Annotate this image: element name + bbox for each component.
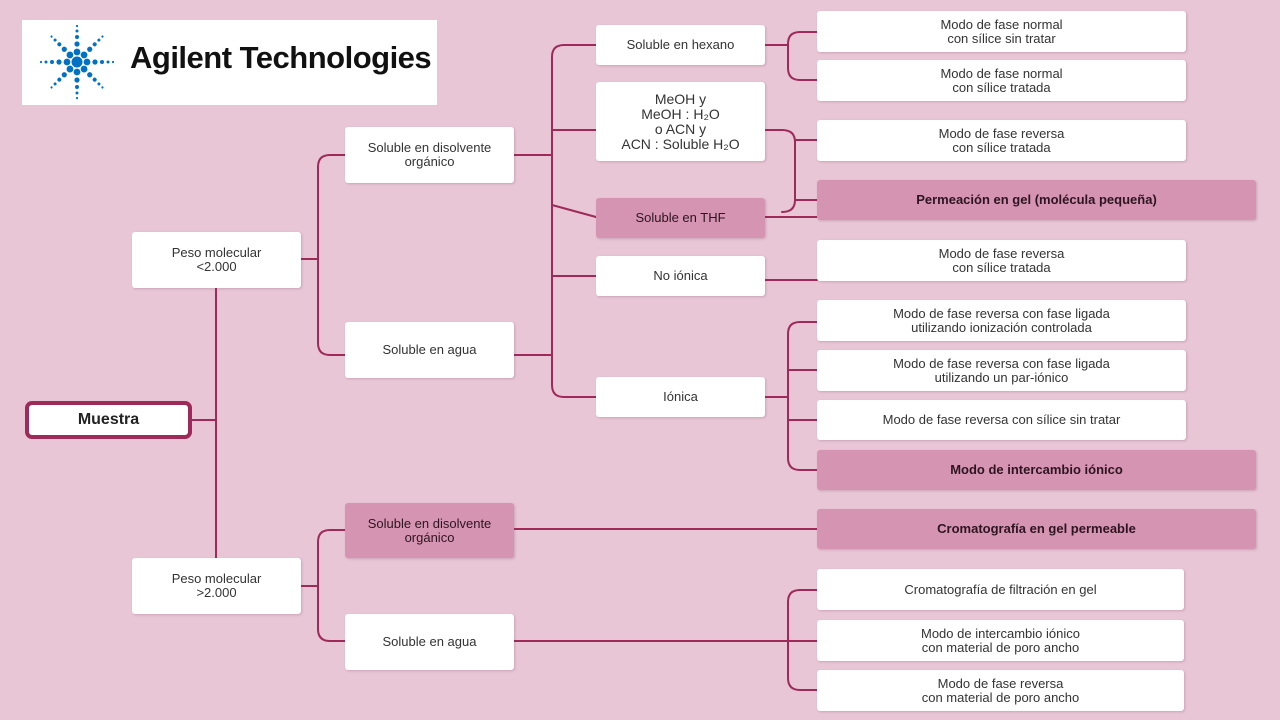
- node-ionic: Iónica: [596, 377, 765, 417]
- node-label-line: Cromatografía de filtración en gel: [904, 581, 1097, 597]
- node-meoh-acn-soluble: MeOH y MeOH : H₂O o ACN y ACN : Soluble …: [596, 82, 765, 161]
- node-label-line: >2.000: [196, 585, 237, 600]
- leaf-gel-permeation-small-molecule: Permeación en gel (molécula pequeña): [817, 180, 1256, 220]
- node-label-line: ACN : Soluble H₂O: [621, 135, 740, 152]
- node-label-line: Modo de fase normal: [940, 16, 1063, 32]
- node-low-water-soluble: Soluble en agua: [345, 322, 514, 378]
- node-label-line: Peso molecular: [171, 571, 262, 586]
- connector: [551, 204, 597, 218]
- node-label-line: Soluble en agua: [382, 634, 477, 649]
- connector: [317, 529, 331, 642]
- leaf-normal-phase-treated-silica: Modo de fase normal con sílice tratada: [817, 60, 1186, 101]
- node-label-line: Cromatografía en gel permeable: [937, 521, 1136, 536]
- node-label-line: Soluble en hexano: [626, 37, 735, 52]
- node-label-line: Iónica: [663, 389, 698, 404]
- node-label-line: Modo de fase reversa: [937, 675, 1064, 691]
- node-label-line: utilizando un par-iónico: [934, 369, 1069, 385]
- node-label-line: Modo de fase reversa con sílice sin trat…: [882, 412, 1121, 427]
- node-low-molecular-weight: Peso molecular <2.000: [132, 232, 301, 288]
- leaf-reverse-phase-untreated-silica: Modo de fase reversa con sílice sin trat…: [817, 400, 1186, 440]
- connector: [787, 321, 801, 471]
- leaf-gel-filtration-chromatography: Cromatografía de filtración en gel: [817, 569, 1184, 610]
- connector: [317, 154, 331, 356]
- leaf-reverse-phase-bonded-controlled-ionization: Modo de fase reversa con fase ligada uti…: [817, 300, 1186, 341]
- leaf-reverse-phase-bonded-ion-pair: Modo de fase reversa con fase ligada uti…: [817, 350, 1186, 391]
- leaf-normal-phase-untreated-silica: Modo de fase normal con sílice sin trata…: [817, 11, 1186, 52]
- node-high-molecular-weight: Peso molecular >2.000: [132, 558, 301, 614]
- node-label-line: con material de poro ancho: [921, 639, 1080, 655]
- node-thf-soluble: Soluble en THF: [596, 198, 765, 238]
- node-label-line: utilizando ionización controlada: [911, 319, 1092, 335]
- node-label-line: No iónica: [653, 268, 708, 283]
- leaf-reverse-phase-treated-silica: Modo de fase reversa con sílice tratada: [817, 120, 1186, 161]
- connector: [551, 44, 565, 398]
- node-high-water-soluble: Soluble en agua: [345, 614, 514, 670]
- node-label-line: Modo de fase reversa: [938, 245, 1065, 261]
- agilent-logo: Agilent Technologies: [22, 20, 437, 105]
- node-nonionic: No iónica: [596, 256, 765, 296]
- node-label-line: o ACN y: [654, 120, 707, 137]
- node-label-line: Permeación en gel (molécula pequeña): [916, 192, 1157, 207]
- agilent-spark-icon: [39, 24, 115, 100]
- node-low-organic-solvent: Soluble en disolvente orgánico: [345, 127, 514, 183]
- connector: [787, 31, 801, 81]
- leaf-reverse-phase-treated-silica-nonionic: Modo de fase reversa con sílice tratada: [817, 240, 1186, 281]
- leaf-ion-exchange: Modo de intercambio iónico: [817, 450, 1256, 490]
- node-label-line: con material de poro ancho: [921, 689, 1080, 705]
- node-label-line: con sílice tratada: [952, 139, 1051, 155]
- node-label-line: con sílice tratada: [952, 79, 1051, 95]
- root-node-muestra: Muestra: [25, 401, 192, 439]
- node-label-line: Modo de fase reversa: [938, 125, 1065, 141]
- leaf-reverse-phase-wide-pore: Modo de fase reversa con material de por…: [817, 670, 1184, 711]
- node-label-line: Modo de intercambio iónico: [921, 625, 1080, 641]
- node-label-line: MeOH : H₂O: [641, 105, 720, 122]
- node-label-line: Soluble en THF: [635, 210, 726, 225]
- node-label-line: <2.000: [196, 259, 237, 274]
- connector: [781, 129, 796, 213]
- node-label-line: Modo de fase normal: [940, 65, 1063, 81]
- node-label-line: con sílice tratada: [952, 259, 1051, 275]
- node-label-line: orgánico: [404, 154, 455, 169]
- node-label-line: MeOH y: [654, 90, 707, 107]
- node-label-line: Soluble en disolvente: [367, 515, 492, 531]
- node-label-line: Modo de intercambio iónico: [950, 462, 1123, 477]
- node-label-line: con sílice sin tratar: [947, 30, 1056, 46]
- node-hexane-soluble: Soluble en hexano: [596, 25, 765, 65]
- node-label-line: Soluble en disolvente: [367, 140, 492, 155]
- node-label-line: Modo de fase reversa con fase ligada: [893, 355, 1110, 371]
- node-label-line: Soluble en agua: [382, 342, 477, 357]
- node-high-organic-solvent: Soluble en disolvente orgánico: [345, 503, 514, 558]
- node-label-line: Modo de fase reversa con fase ligada: [893, 305, 1110, 321]
- node-label-line: Peso molecular: [171, 245, 262, 260]
- node-label-line: orgánico: [404, 529, 455, 545]
- brand-name: Agilent Technologies: [130, 40, 432, 75]
- leaf-ion-exchange-wide-pore: Modo de intercambio iónico con material …: [817, 620, 1184, 661]
- leaf-gel-permeation-chromatography: Cromatografía en gel permeable: [817, 509, 1256, 549]
